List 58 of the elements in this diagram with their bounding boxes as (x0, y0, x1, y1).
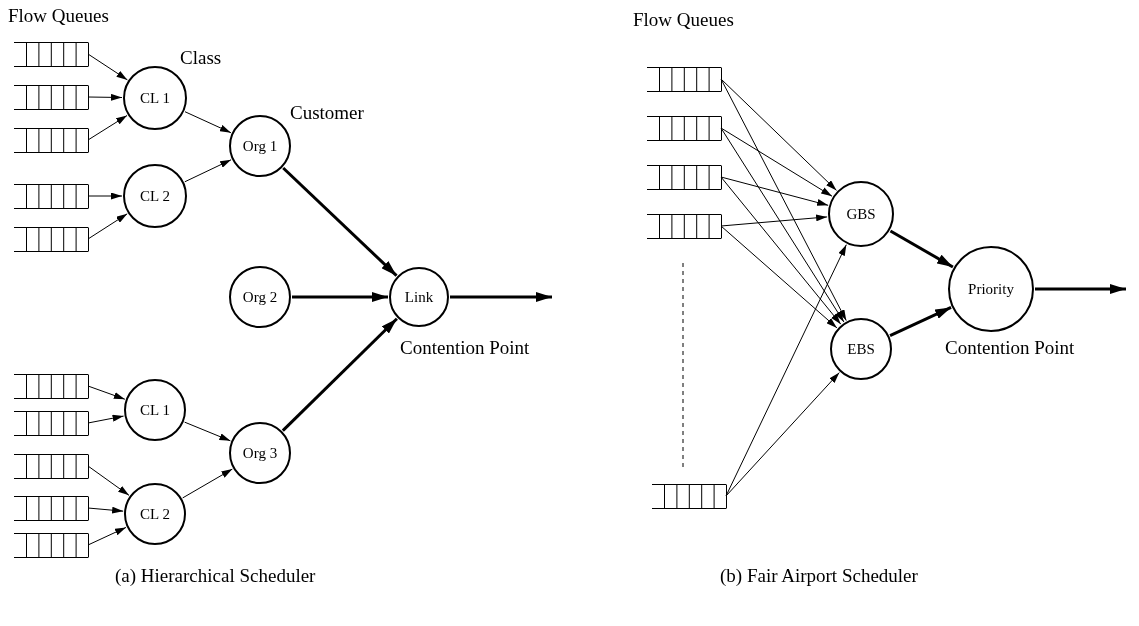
node-label: Org 1 (242, 136, 278, 156)
arrow (1035, 284, 1126, 294)
queue-drawing (647, 116, 722, 141)
queue-drawing (14, 454, 89, 479)
arrow (87, 93, 123, 101)
arrow (87, 414, 125, 424)
node-label: CL 2 (140, 186, 170, 206)
annotation-label: Contention Point (945, 336, 1075, 360)
arrow (87, 506, 124, 514)
queue-drawing (14, 533, 89, 558)
queue-drawing (14, 227, 89, 252)
queue-drawing (647, 67, 722, 92)
annotation-label: Customer (290, 101, 364, 125)
arrow (282, 166, 398, 277)
node-label: EBS (847, 339, 875, 359)
arrow (87, 53, 128, 81)
node-label: Org 2 (242, 287, 278, 307)
arrow (87, 213, 128, 240)
queue-drawing (14, 85, 89, 110)
queue-drawing (14, 128, 89, 153)
arrow (292, 292, 388, 302)
arrow (720, 176, 829, 206)
queue-drawing (652, 484, 727, 509)
queue-drawing (14, 42, 89, 67)
arrow (182, 468, 233, 499)
arrow (720, 214, 828, 227)
queue-drawing (647, 214, 722, 239)
node-label: GBS (846, 204, 876, 224)
arrow (281, 317, 398, 432)
arrow (720, 78, 838, 191)
arrow (725, 372, 840, 497)
queue-drawing (647, 165, 722, 190)
node-label: CL 1 (140, 400, 170, 420)
node-label: Link (404, 287, 434, 307)
queue-drawing (14, 374, 89, 399)
node-label: CL 2 (140, 504, 170, 524)
caption: (a) Hierarchical Scheduler (115, 564, 316, 588)
annotation-label: Flow Queues (633, 8, 734, 32)
arrow (720, 225, 838, 329)
arrow (450, 292, 552, 302)
queue-drawing (14, 184, 89, 209)
caption: (b) Fair Airport Scheduler (720, 564, 918, 588)
node-label: CL 1 (140, 88, 170, 108)
node-label: Org 3 (242, 443, 278, 463)
arrow (87, 192, 123, 200)
arrow (889, 229, 954, 269)
queue-drawing (14, 496, 89, 521)
arrow (87, 385, 126, 400)
arrow (889, 306, 952, 337)
arrow (87, 465, 130, 496)
arrow (720, 176, 842, 325)
queue-drawing (14, 411, 89, 436)
annotation-label: Flow Queues (8, 4, 109, 28)
node-label: Priority (968, 279, 1014, 299)
arrow (87, 115, 128, 141)
annotation-label: Class (180, 46, 222, 70)
arrow (720, 127, 833, 197)
annotation-label: Contention Point (400, 336, 530, 360)
